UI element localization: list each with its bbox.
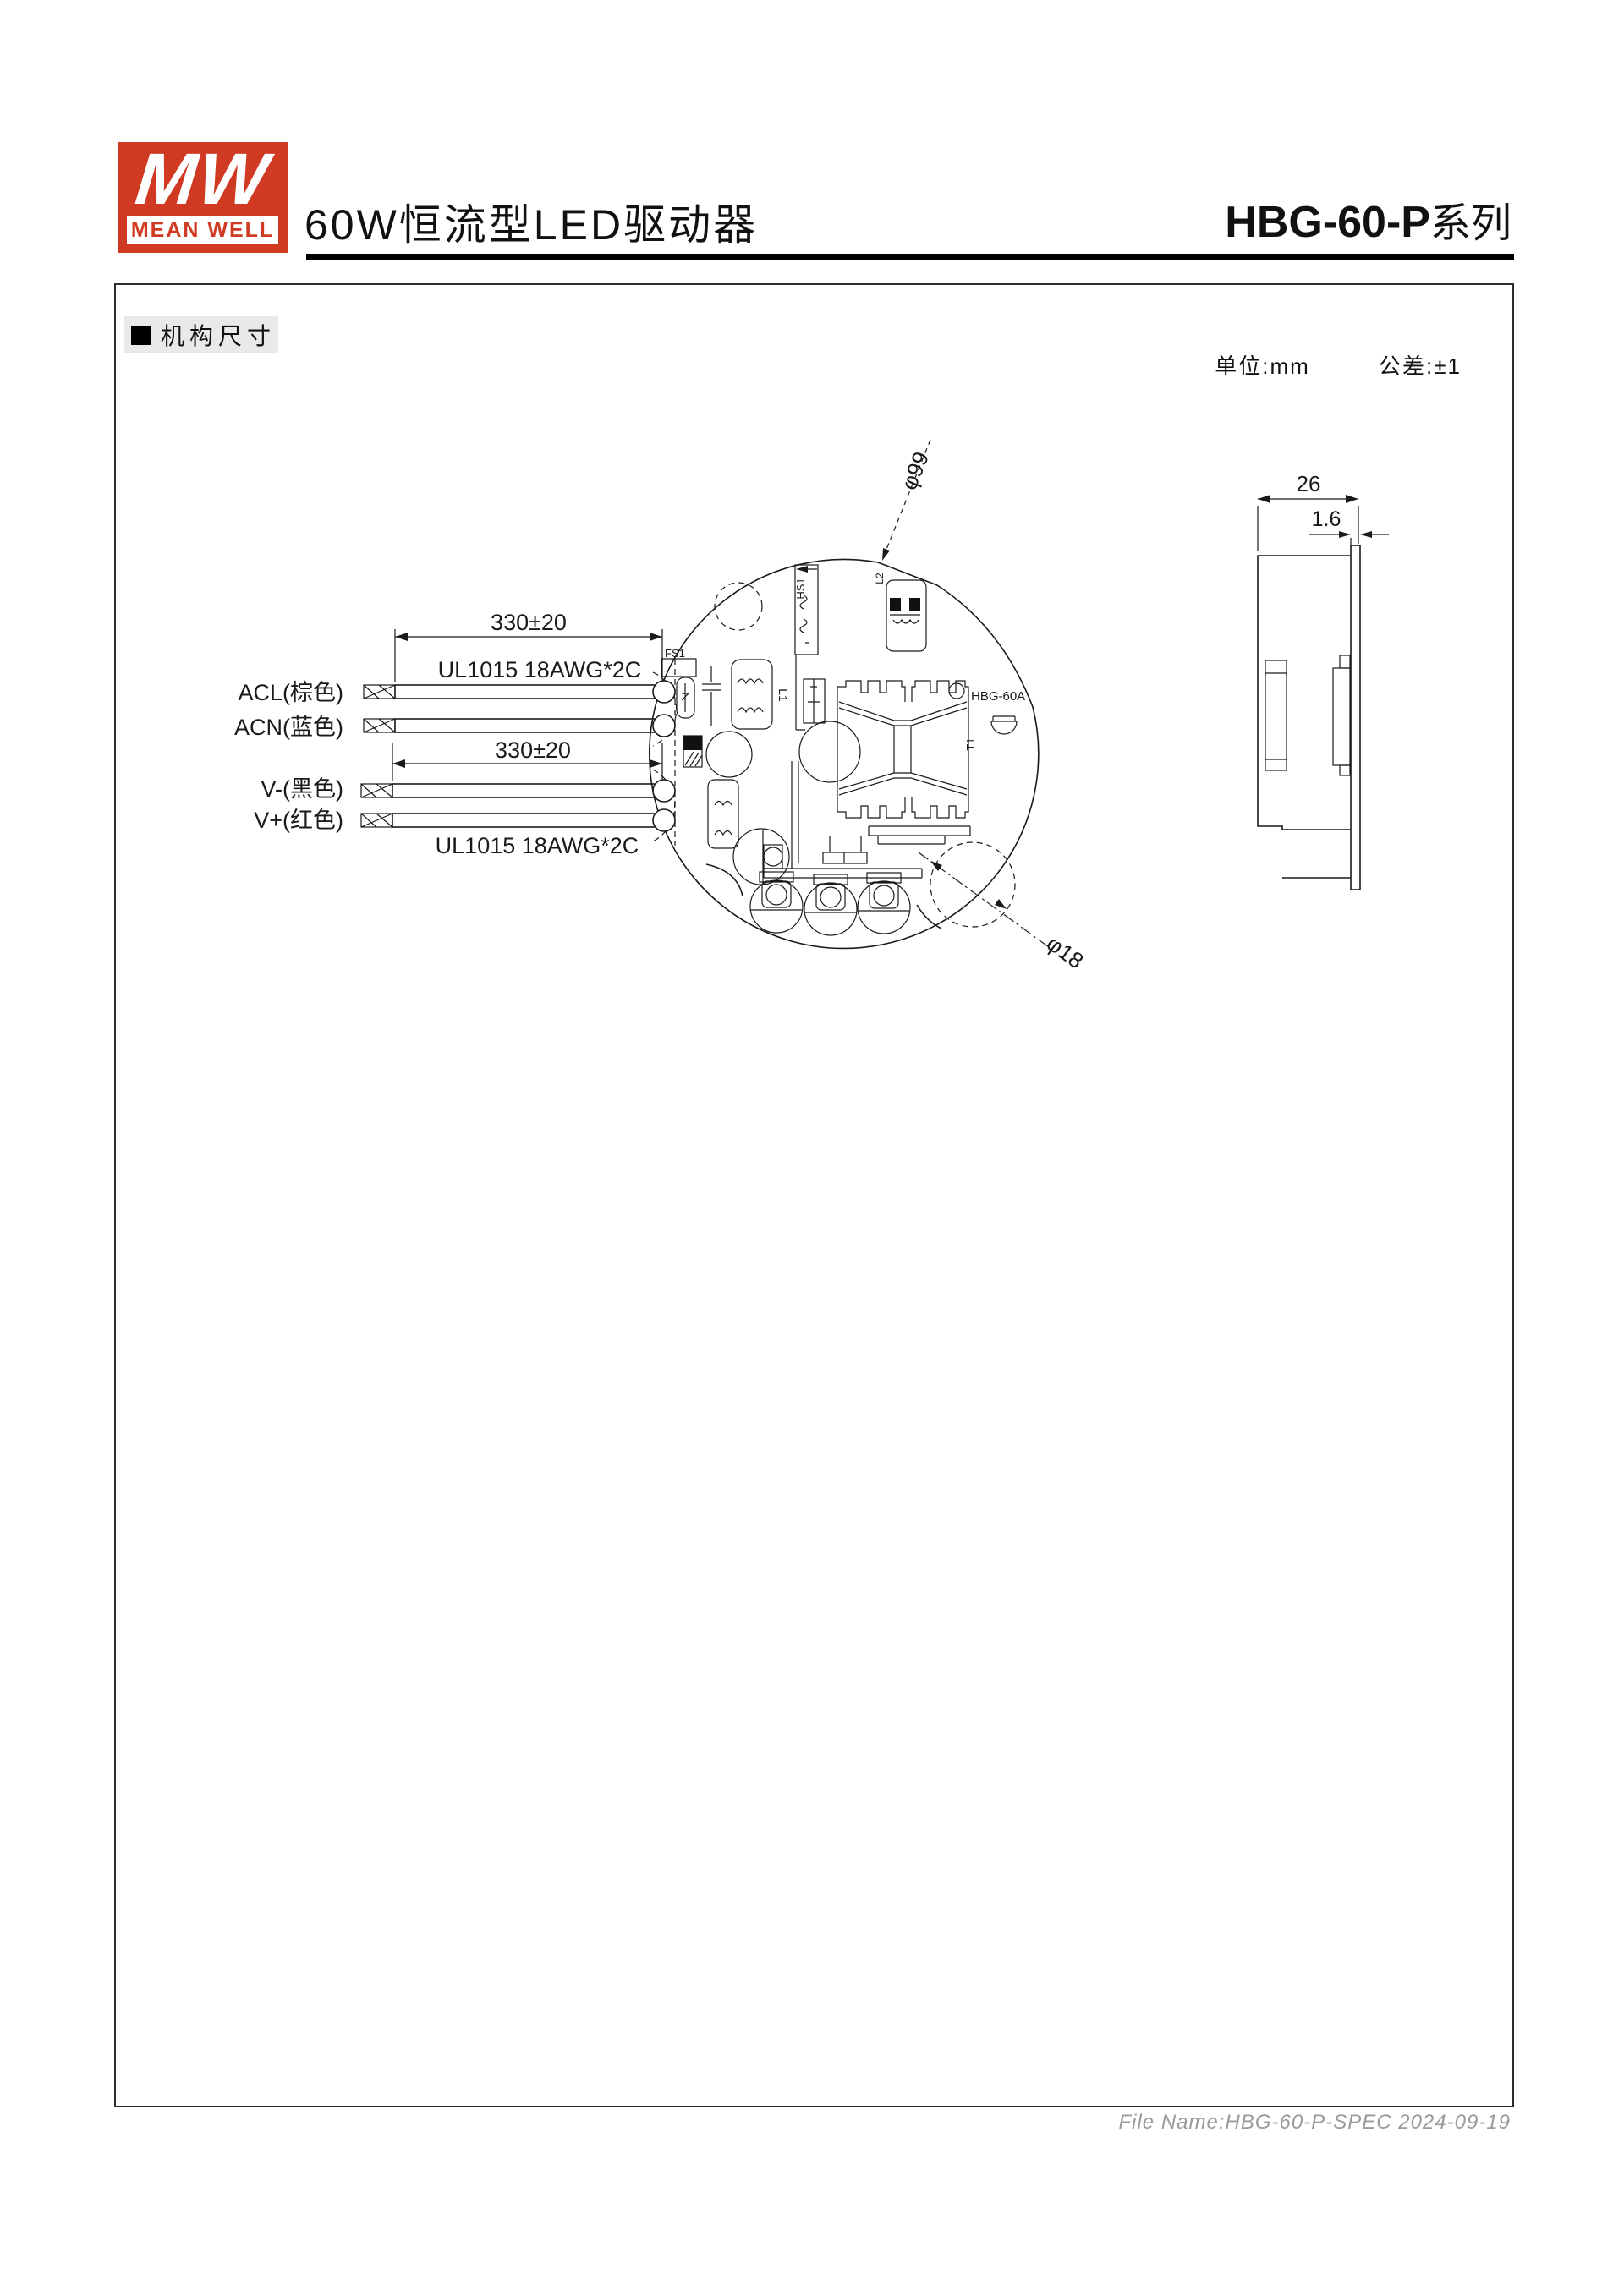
output-capacitors (749, 871, 911, 936)
wire-acn (394, 718, 660, 733)
wire-vminus (392, 783, 660, 798)
series-suffix: 系列 (1429, 201, 1512, 246)
dim-side-depth: 26 (1297, 471, 1321, 496)
logo-mw-mark: MW (132, 139, 273, 220)
wire-label-vplus: V+(红色) (254, 808, 343, 833)
meanwell-logo: MW MEAN WELL (118, 139, 288, 253)
section-header: 机构尺寸 (124, 316, 278, 353)
board-model-label: HBG-60A (971, 689, 1025, 704)
unit-label: 单位:mm (1215, 353, 1310, 379)
dim-pcb-thickness: 1.6 (1312, 507, 1341, 531)
dim-board-diameter: φ99 (896, 448, 934, 494)
page-title: 60W恒流型LED驱动器 (304, 201, 759, 249)
wire-group (360, 684, 660, 828)
section-bullet-icon (131, 325, 151, 345)
logo-brand-bar: MEAN WELL (127, 216, 278, 244)
wire-labels: ACL(棕色) ACN(蓝色) V-(黑色) V+(红色) (234, 680, 343, 833)
mechanical-drawing: FS1 L1 (234, 439, 1389, 973)
side-pcb-slab (1350, 545, 1361, 890)
header-divider (306, 254, 1514, 260)
wire-label-acn: ACN(蓝色) (234, 715, 343, 740)
ref-l1: L1 (776, 688, 790, 702)
ref-l2: L2 (874, 573, 886, 584)
logo-brand-text: MEAN WELL (130, 217, 275, 242)
wire-spec-bottom: UL1015 18AWG*2C (436, 833, 639, 858)
section-title: 机构尺寸 (161, 323, 277, 349)
wire-label-acl: ACL(棕色) (238, 680, 343, 705)
content-frame: 机构尺寸 单位:mm 公差:±1 (114, 283, 1514, 2107)
tolerance-label: 公差:±1 (1379, 353, 1462, 379)
file-name-note: File Name:HBG-60-P-SPEC 2024-09-19 (1118, 2111, 1511, 2134)
dim-capacitor-diameter: φ18 (1042, 930, 1089, 973)
ref-hs1: HS1 (794, 578, 807, 599)
transformer-block (837, 680, 969, 819)
ref-fs1: FS1 (665, 647, 685, 660)
dim-bottom-length: 330±20 (495, 737, 571, 763)
wire-strip-ends (360, 684, 396, 828)
series-title: HBG-60-P系列 (1225, 189, 1512, 249)
dimension-annotations: 330±20 UL1015 18AWG*2C 330±20 UL1015 18A… (392, 439, 1089, 973)
wire-spec-top: UL1015 18AWG*2C (438, 657, 642, 682)
series-code: HBG-60-P (1225, 198, 1430, 247)
ref-t1: T1 (964, 737, 977, 750)
units-line: 单位:mm 公差:±1 (1215, 349, 1462, 381)
side-view: 26 1.6 (1257, 471, 1389, 890)
pcb-components: FS1 L1 (661, 564, 1025, 936)
pcb-outline (648, 558, 1040, 950)
wire-label-vminus: V-(黑色) (261, 776, 344, 802)
wire-vplus (392, 813, 660, 828)
mount-hole-circle (930, 841, 1016, 928)
dim-top-length: 330±20 (491, 610, 567, 635)
wire-acl (394, 684, 660, 699)
